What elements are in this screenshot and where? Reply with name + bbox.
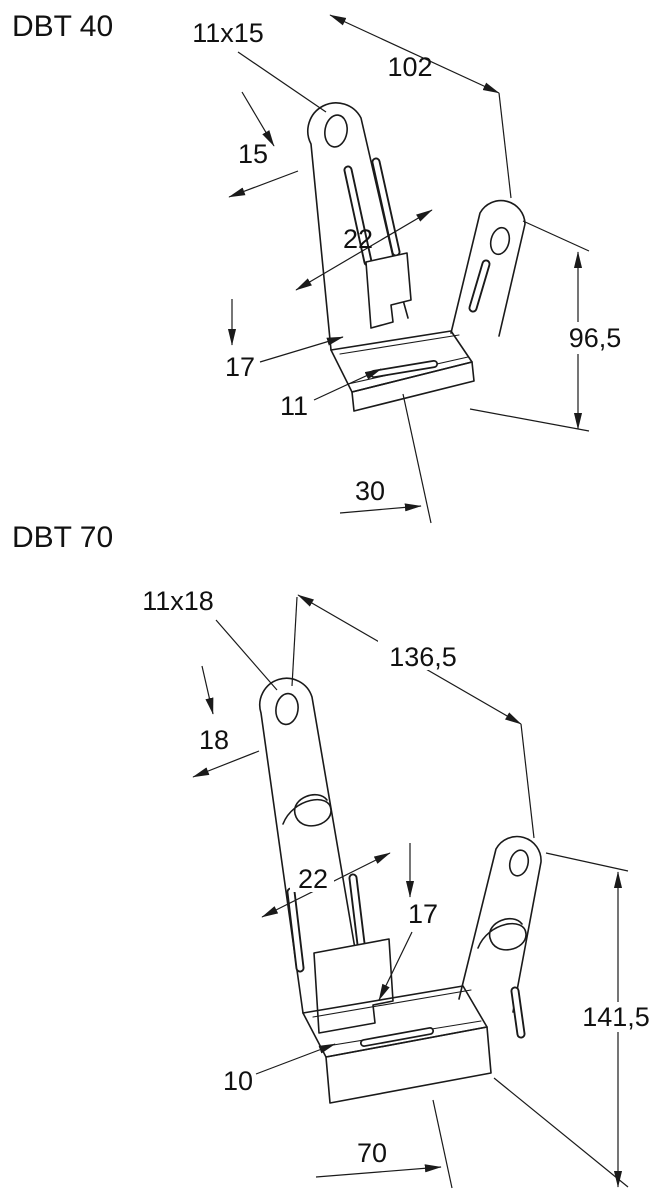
dbt70-slot-spacing-label: 22 <box>298 864 328 894</box>
dbt40-dimensions <box>227 14 590 524</box>
dbt70-offset-dim-line <box>192 750 260 778</box>
dbt70-offset-label: 18 <box>199 725 229 755</box>
dbt70-top-width-ext-right <box>520 723 535 839</box>
dbt70-base-slot-inner <box>361 1028 433 1046</box>
dbt40-offset-arrow-upper <box>241 91 275 147</box>
dbt40-base-width-ext-line <box>402 393 432 524</box>
dbt40-height-ext-top <box>522 220 590 252</box>
dbt40-hole-size-label: 11x15 <box>192 18 264 48</box>
dbt40-back-wall-cutout <box>365 252 412 329</box>
dbt70-top-width-ext-left <box>291 596 298 687</box>
dbt70-right-oblong-hole <box>508 849 530 877</box>
dbt70-base-slot-label: 10 <box>223 1066 253 1096</box>
dbt40-height-label-mask <box>550 322 640 354</box>
dbt40-top-width-dim-line <box>329 14 500 94</box>
dbt40-height-label: 96,5 <box>569 323 622 353</box>
dbt70-height-label: 141,5 <box>582 1002 650 1032</box>
dbt70-flange-leader <box>378 931 413 1001</box>
dbt40-base-width-dim-line <box>339 503 422 514</box>
dbt70-base-slot-leader <box>255 1043 336 1075</box>
dbt70-top-oblong-hole <box>275 692 299 726</box>
dbt70-title: DBT 70 <box>12 521 113 554</box>
dbt40-base-slot-leader <box>313 368 382 401</box>
dbt40-flange-label: 17 <box>225 352 255 382</box>
dbt70-left-torsion-mark <box>282 794 332 827</box>
dbt40-top-oblong-hole <box>324 114 348 148</box>
dbt40-hole-label-leader <box>237 51 327 113</box>
dbt70-labels: DBT 70 11x18 136,5 18 22 17 141,5 10 70 <box>12 521 657 1168</box>
dbt70-dimensions <box>192 594 629 1189</box>
dbt40-slot-spacing-dim-line <box>295 209 433 291</box>
dbt40-figure: DBT 40 11x15 102 15 22 96,5 17 11 30 <box>12 10 640 524</box>
dbt70-offset-arrow-upper <box>201 665 214 715</box>
dbt70-top-width-label: 136,5 <box>389 642 457 672</box>
dbt70-flange-label: 17 <box>408 899 438 929</box>
dbt70-slot-spacing-label-mask <box>290 866 334 892</box>
dbt40-base-inner-edges <box>339 334 469 385</box>
dbt70-height-ext-bottom <box>493 1077 629 1188</box>
dbt40-height-ext-bottom <box>469 408 590 432</box>
dbt70-right-arm-slot-inner <box>512 988 524 1037</box>
dbt40-base-slot-inner <box>371 361 437 377</box>
dbt70-base-front-lip <box>325 1026 492 1104</box>
dbt40-part <box>307 102 526 412</box>
dbt70-base-width-ext-line <box>432 1099 453 1189</box>
dbt40-title: DBT 40 <box>12 10 113 43</box>
dbt70-right-torsion-mark <box>477 918 527 951</box>
dbt40-left-arm-outline <box>307 102 409 351</box>
dbt70-top-width-label-mask <box>378 640 468 670</box>
dbt70-right-arm-outline <box>458 835 542 1013</box>
dbt70-hole-label-leader <box>215 619 278 691</box>
dbt40-right-oblong-hole <box>489 226 511 256</box>
dbt70-base-width-label: 70 <box>357 1138 387 1168</box>
dbt70-figure: DBT 70 11x18 136,5 18 22 17 141,5 10 70 <box>12 521 657 1189</box>
dbt40-slot-spacing-label: 22 <box>343 224 373 254</box>
dbt40-base-slot-label: 11 <box>280 391 308 421</box>
dbt40-base-width-label: 30 <box>355 476 385 506</box>
dbt40-top-width-label: 102 <box>387 52 432 82</box>
dbt70-back-wall-cutout <box>313 938 394 1034</box>
dbt40-offset-dim-line <box>228 170 299 198</box>
dbt40-right-arm-outline <box>450 199 526 337</box>
dbt40-right-arm-slot-inner <box>470 261 489 311</box>
dbt40-arm-slot-right-inner <box>373 159 399 255</box>
dbt70-hole-size-label: 11x18 <box>142 586 214 616</box>
dbt70-height-label-mask <box>572 1002 657 1032</box>
dbt40-top-width-ext-line <box>498 92 512 199</box>
dbt40-labels: DBT 40 11x15 102 15 22 96,5 17 11 30 <box>12 10 640 506</box>
dbt40-offset-label: 15 <box>238 139 268 169</box>
dbt40-base-front-lip <box>351 361 475 412</box>
dbt40-flange-leader <box>259 336 344 363</box>
dbt70-base-width-dim-line <box>315 1164 442 1178</box>
dbt70-height-ext-top <box>545 852 629 872</box>
